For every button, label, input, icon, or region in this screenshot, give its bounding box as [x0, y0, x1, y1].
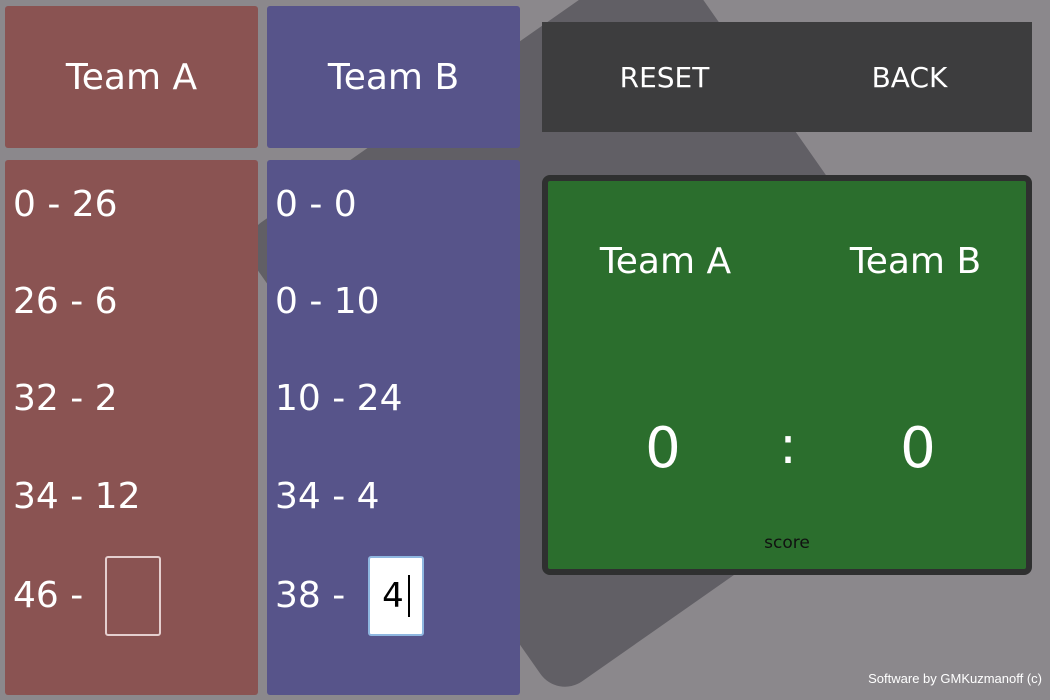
back-button[interactable]: BACK	[871, 60, 948, 94]
scoreboard-team-a-label: Team A	[599, 241, 732, 282]
team-a-total: 0	[645, 416, 681, 481]
team-a-points-input[interactable]	[105, 556, 161, 636]
list-item: 10 - 24	[275, 378, 403, 419]
scoreboard-team-b-label: Team B	[849, 241, 982, 282]
list-item: 34 - 4	[275, 476, 380, 517]
list-item: 34 - 12	[13, 476, 141, 517]
list-item: 0 - 26	[13, 184, 118, 225]
team-b-header-label: Team B	[327, 56, 460, 98]
team-b-score-list: 0 - 0 0 - 10 10 - 24 34 - 4 38 - 4	[267, 160, 520, 695]
list-item: 0 - 10	[275, 281, 380, 322]
score-caption: score	[764, 533, 810, 553]
list-item: 0 - 0	[275, 184, 357, 225]
team-b-input-value: 4	[382, 576, 404, 616]
scoreboard: Team A Team B 0 : 0 score	[542, 175, 1032, 575]
list-item: 32 - 2	[13, 378, 118, 419]
current-row-prefix: 38 -	[275, 575, 346, 616]
controls-panel: RESET BACK	[542, 22, 1032, 132]
current-row-prefix: 46 -	[13, 575, 84, 616]
team-b-total: 0	[900, 416, 936, 481]
text-cursor	[407, 575, 410, 617]
list-item: 26 - 6	[13, 281, 118, 322]
team-a-score-list: 0 - 26 26 - 6 32 - 2 34 - 12 46 -	[5, 160, 258, 695]
team-b-header: Team B	[267, 6, 520, 148]
team-a-header-label: Team A	[65, 56, 198, 98]
footer-credit: Software by GMKuzmanoff (c)	[868, 671, 1042, 686]
team-b-points-input[interactable]: 4	[368, 556, 424, 636]
score-separator: :	[779, 416, 797, 476]
reset-button[interactable]: RESET	[619, 60, 710, 94]
team-a-header: Team A	[5, 6, 258, 148]
